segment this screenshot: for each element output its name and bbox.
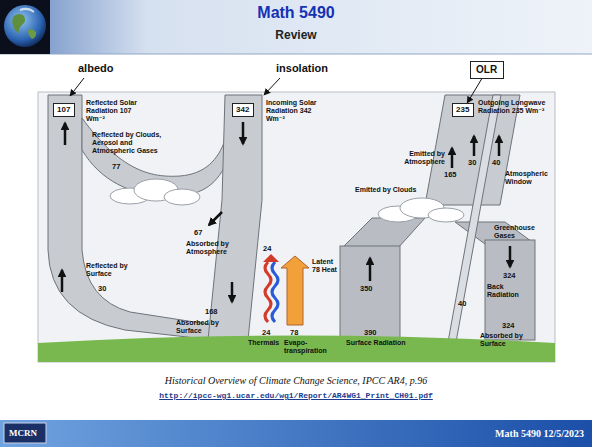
flux-value: 324 — [502, 322, 515, 331]
callout-label: insolation — [276, 62, 328, 75]
surface-radiation-block — [340, 246, 400, 340]
flux-label: Absorbed by Surface — [176, 319, 226, 335]
flux-arrow — [498, 136, 501, 156]
cloud — [428, 208, 464, 222]
box-text: 342 — [236, 105, 250, 114]
flux-value: 78 — [290, 329, 298, 338]
flux-label: Reflected by Clouds, Aerosol and Atmosph… — [92, 131, 172, 155]
flux-label: Evapo- transpiration — [284, 339, 336, 355]
callout-label: albedo — [78, 62, 113, 75]
flux-box: 342 — [232, 103, 254, 117]
earth-globe — [4, 5, 46, 47]
flux-box: 235 — [452, 103, 474, 117]
figure-caption: Historical Overview of Climate Change Sc… — [46, 375, 546, 387]
header-rule — [0, 54, 592, 55]
earth-backdrop — [0, 0, 50, 54]
flux-value: 390 — [364, 329, 377, 338]
box-text: 235 — [456, 105, 470, 114]
flux-label: Outgoing Longwave Radiation 235 Wm⁻² — [478, 99, 550, 115]
footer-text: Math 5490 12/5/2023 — [380, 428, 584, 440]
flux-label: Absorbed by Surface — [480, 332, 540, 348]
flux-label: Emitted by Clouds — [355, 186, 427, 194]
earth-land — [12, 14, 25, 33]
flux-arrow — [64, 123, 67, 145]
flux-label: Reflected Solar Radiation 107 Wm⁻² — [86, 99, 146, 123]
flux-box: 107 — [53, 103, 75, 117]
thermals-arrowhead — [263, 254, 279, 262]
reflected-solar-band — [48, 95, 214, 340]
flux-value: 350 — [360, 285, 373, 294]
cloud — [164, 189, 200, 205]
flux-value: 40 — [492, 159, 500, 168]
flux-value: 165 — [444, 171, 457, 180]
mcrn-logo-box — [4, 423, 46, 443]
flux-value: 40 — [458, 300, 466, 309]
thermals-wave — [265, 262, 271, 322]
ground — [38, 336, 555, 363]
diagram-sky — [38, 92, 555, 362]
flux-arrow — [242, 122, 245, 144]
leader-line — [264, 78, 280, 95]
flux-label: Reflected by Surface — [86, 262, 134, 278]
logo-text: MCRN — [9, 428, 37, 438]
back-radiation-block — [485, 240, 535, 340]
flux-label: Greenhouse Gases — [494, 224, 546, 240]
footer-band — [0, 420, 592, 447]
flux-value: 30 — [98, 285, 106, 294]
source-url: http://ipcc-wg1.ucar.edu/wg1/Report/AR4W… — [96, 391, 496, 400]
slide-title: Math 5490 — [146, 4, 446, 22]
flux-value: 77 — [112, 163, 120, 172]
box-text: 107 — [57, 105, 71, 114]
flux-label: Absorbed by Atmosphere — [186, 240, 234, 256]
flux-label: Latent 78 Heat — [312, 258, 338, 274]
callout-box: OLR — [470, 61, 504, 79]
flux-label: Emitted by Atmosphere — [385, 150, 445, 166]
flux-arrow — [451, 148, 454, 168]
flux-arrow — [209, 212, 222, 225]
flux-arrow — [61, 270, 64, 292]
earth-land — [28, 29, 36, 39]
flux-arrow — [369, 258, 372, 281]
flux-label: Thermals — [248, 339, 279, 347]
leader-line — [70, 78, 84, 96]
earth-cloud — [20, 9, 34, 12]
flux-arrow — [231, 282, 234, 302]
flux-label: Atmospheric Window — [505, 170, 551, 186]
flux-arrow — [509, 246, 512, 267]
latent-heat-arrow — [281, 256, 309, 325]
longwave-rise-band — [342, 218, 425, 248]
flux-label: Back Radiation — [487, 283, 533, 299]
header-band — [0, 0, 592, 54]
box-text: OLR — [476, 64, 498, 76]
flux-value: 24 — [262, 329, 270, 338]
flux-arrow — [473, 136, 476, 156]
thermals-wave — [272, 262, 278, 322]
flux-label: Surface Radiation — [346, 339, 418, 347]
incoming-solar-band — [208, 95, 262, 340]
flux-value: 30 — [468, 159, 476, 168]
flux-value: 324 — [503, 272, 516, 281]
flux-value: 24 — [263, 245, 271, 254]
flux-value: 168 — [205, 308, 218, 317]
flux-label: Incoming Solar Radiation 342 Wm⁻² — [266, 99, 328, 123]
flux-value: 67 — [194, 229, 202, 238]
slide-subtitle: Review — [196, 29, 396, 43]
